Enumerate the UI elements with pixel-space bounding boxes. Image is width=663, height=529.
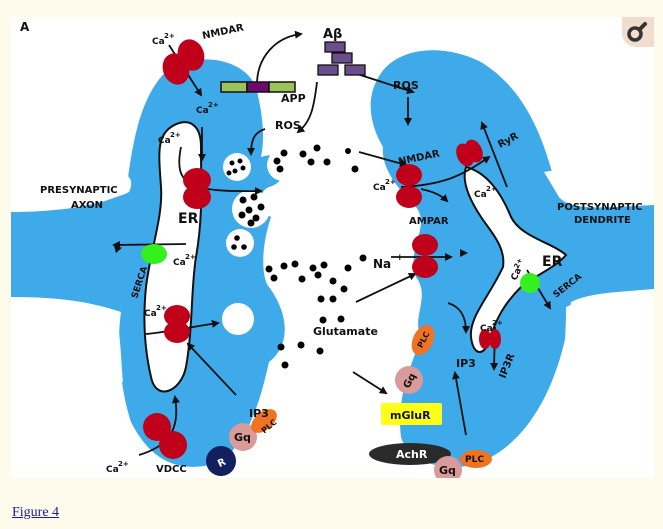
app-protein bbox=[220, 81, 296, 93]
ca-label: Ca bbox=[152, 37, 165, 47]
na-label: Na bbox=[373, 257, 391, 271]
ampar-channel bbox=[412, 234, 438, 278]
abeta-label: Aβ bbox=[323, 27, 342, 42]
ampar-label: AMPAR bbox=[409, 216, 449, 227]
presynaptic-label-line1: PRESYNAPTIC bbox=[40, 185, 118, 196]
ca-label: Ca bbox=[158, 136, 171, 146]
ros-label-left: ROS bbox=[275, 119, 301, 132]
postsynaptic-serca bbox=[520, 273, 540, 293]
ca-label: Ca bbox=[173, 258, 186, 268]
cleft-bulge bbox=[267, 149, 299, 181]
ca-charge: 2+ bbox=[164, 32, 175, 40]
gq-label-post-lower: Gq bbox=[439, 464, 456, 477]
presynaptic-cytoplasm bbox=[11, 59, 285, 467]
ca-label: Ca bbox=[196, 106, 209, 116]
plc-label-post-lower: PLC bbox=[465, 455, 484, 465]
mglur-receptor-box bbox=[381, 403, 442, 425]
achr-label: AchR bbox=[396, 448, 428, 461]
presynaptic-label-line2: AXON bbox=[71, 200, 103, 211]
postsynaptic-ip3r bbox=[479, 329, 501, 349]
abeta-aggregates bbox=[317, 41, 366, 76]
ca-charge: 2+ bbox=[156, 304, 167, 312]
postsynaptic-label-line2: DENDRITE bbox=[574, 215, 631, 226]
glutamate-molecules bbox=[265, 144, 367, 369]
ca-label: Ca bbox=[474, 190, 487, 200]
postsynaptic-nmdar bbox=[396, 164, 422, 208]
figure-panel: A PRESYNAPTIC AXON POSTSYNAPTIC DENDRITE… bbox=[11, 17, 654, 478]
presynaptic-plc bbox=[251, 409, 277, 433]
postsynaptic-plc-lower bbox=[460, 450, 492, 468]
synaptic-vesicle bbox=[223, 153, 251, 181]
presynaptic-gq bbox=[229, 423, 257, 451]
zoom-button[interactable] bbox=[622, 17, 654, 47]
presynaptic-receptor bbox=[206, 446, 236, 476]
presynaptic-axon-bg bbox=[11, 167, 132, 205]
postsynaptic-dendrite-bg bbox=[544, 167, 654, 208]
ca-charge: 2+ bbox=[185, 253, 196, 261]
synaptic-vesicle bbox=[222, 303, 254, 335]
presynaptic-nmdar bbox=[162, 39, 205, 85]
presynaptic-lower-bg bbox=[11, 300, 123, 382]
postsynaptic-label-line1: POSTSYNAPTIC bbox=[557, 202, 643, 213]
ca-label: Ca bbox=[144, 309, 157, 319]
synaptic-vesicle bbox=[226, 229, 254, 257]
postsynaptic-gq-upper bbox=[395, 366, 423, 394]
ca-label: Ca bbox=[373, 183, 386, 193]
ca-charge: 2+ bbox=[118, 460, 129, 468]
ca-charge: 2+ bbox=[208, 101, 219, 109]
cleft-bulge bbox=[275, 351, 319, 395]
panel-label: A bbox=[20, 20, 30, 34]
calcium-labels: Ca2+ Ca2+ Ca2+ Ca2+ Ca2+ Ca2+ Ca2+ Ca2+ … bbox=[106, 32, 524, 475]
app-label: APP bbox=[281, 92, 306, 105]
ca-charge: 2+ bbox=[513, 257, 525, 270]
vdcc-label: VDCC bbox=[156, 464, 187, 475]
presynaptic-ip3r bbox=[164, 305, 190, 343]
ryr-channel bbox=[456, 139, 483, 167]
magnifier-icon bbox=[627, 22, 647, 42]
ros-label-right: ROS bbox=[393, 79, 419, 92]
mglur-label: mGluR bbox=[390, 409, 431, 422]
achr-receptor-shape bbox=[369, 443, 451, 465]
ca-charge: 2+ bbox=[486, 185, 497, 193]
postsynaptic-lower-bg bbox=[531, 295, 654, 478]
ca-label: Ca bbox=[106, 465, 119, 475]
vesicle-contents bbox=[226, 158, 265, 250]
figure-caption-link[interactable]: Figure 4 bbox=[12, 505, 60, 520]
ip3-label-left: IP3 bbox=[249, 407, 269, 420]
presynaptic-er-ca-channel bbox=[183, 168, 211, 209]
presynaptic-nmdar-label: NMDAR bbox=[201, 22, 245, 42]
gq-label-pre: Gq bbox=[234, 431, 251, 444]
r-label: R bbox=[216, 457, 228, 470]
na-charge: + bbox=[396, 253, 404, 263]
er-label-right: ER bbox=[542, 254, 563, 270]
synapse-diagram: A PRESYNAPTIC AXON POSTSYNAPTIC DENDRITE… bbox=[11, 20, 654, 478]
ca-charge: 2+ bbox=[170, 131, 181, 139]
vdcc-channel bbox=[143, 413, 187, 459]
postsynaptic-plc-upper bbox=[411, 324, 435, 356]
postsynaptic-gq-lower bbox=[434, 456, 462, 478]
ip3-label-right: IP3 bbox=[456, 357, 476, 370]
ca-label: Ca bbox=[510, 267, 524, 283]
ca-charge: 2+ bbox=[492, 319, 503, 327]
ca-charge: 2+ bbox=[385, 178, 396, 186]
glutamate-label: Glutamate bbox=[313, 325, 378, 338]
ca-label: Ca bbox=[480, 324, 493, 334]
presynaptic-serca bbox=[141, 244, 167, 264]
er-label-left: ER bbox=[178, 211, 199, 227]
